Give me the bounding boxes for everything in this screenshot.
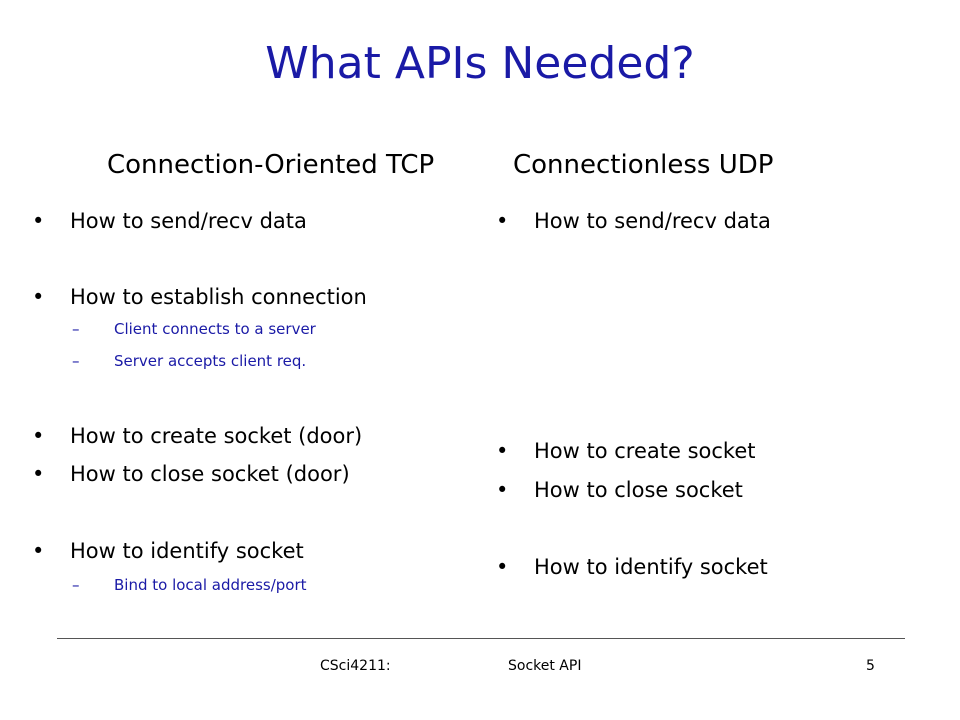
bullet-dot: •: [32, 424, 45, 448]
tcp-bullet-create-socket: • How to create socket (door): [32, 424, 363, 449]
bullet-text: How to create socket (door): [70, 424, 363, 448]
sub-bullet-dash: –: [72, 320, 80, 338]
tcp-bullet-identify-socket: • How to identify socket: [32, 539, 304, 564]
tcp-column-heading: Connection-Oriented TCP: [107, 150, 435, 180]
bullet-dot: •: [496, 478, 509, 502]
bullet-dot: •: [496, 209, 509, 233]
bullet-dot: •: [496, 555, 509, 579]
sub-bullet-dash: –: [72, 352, 80, 370]
tcp-bullet-send-recv: • How to send/recv data: [32, 209, 307, 234]
bullet-text: How to close socket (door): [70, 462, 350, 486]
tcp-sub-bind-local-address: – Bind to local address/port: [72, 576, 307, 594]
tcp-bullet-close-socket: • How to close socket (door): [32, 462, 350, 487]
udp-bullet-send-recv: • How to send/recv data: [496, 209, 771, 234]
footer-course: CSci4211:: [320, 658, 391, 674]
bullet-text: How to create socket: [534, 439, 756, 463]
footer-divider: [57, 638, 905, 639]
bullet-text: How to close socket: [534, 478, 743, 502]
bullet-dot: •: [32, 539, 45, 563]
sub-bullet-text: Server accepts client req.: [114, 352, 307, 370]
bullet-text: How to send/recv data: [70, 209, 307, 233]
udp-column-heading: Connectionless UDP: [513, 150, 774, 180]
sub-bullet-text: Bind to local address/port: [114, 576, 307, 594]
tcp-bullet-establish-connection: • How to establish connection: [32, 285, 367, 310]
bullet-dot: •: [32, 462, 45, 486]
bullet-dot: •: [32, 285, 45, 309]
bullet-dot: •: [32, 209, 45, 233]
tcp-sub-client-connects: – Client connects to a server: [72, 320, 316, 338]
udp-bullet-close-socket: • How to close socket: [496, 478, 743, 503]
footer-page-number: 5: [866, 658, 875, 674]
bullet-text: How to send/recv data: [534, 209, 771, 233]
slide-title: What APIs Needed?: [265, 38, 695, 89]
tcp-sub-server-accepts: – Server accepts client req.: [72, 352, 307, 370]
bullet-dot: •: [496, 439, 509, 463]
sub-bullet-text: Client connects to a server: [114, 320, 316, 338]
bullet-text: How to establish connection: [70, 285, 367, 309]
bullet-text: How to identify socket: [70, 539, 304, 563]
sub-bullet-dash: –: [72, 576, 80, 594]
footer-topic: Socket API: [508, 658, 582, 674]
udp-bullet-identify-socket: • How to identify socket: [496, 555, 768, 580]
udp-bullet-create-socket: • How to create socket: [496, 439, 756, 464]
bullet-text: How to identify socket: [534, 555, 768, 579]
